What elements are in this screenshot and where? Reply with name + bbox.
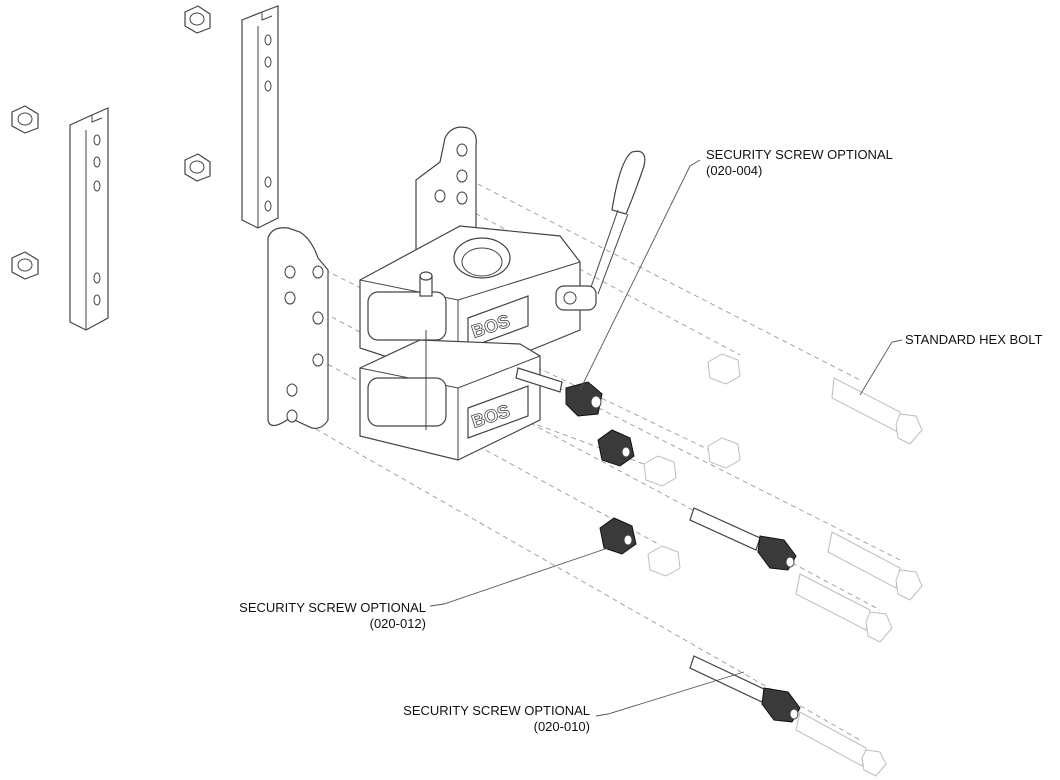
callout-security-screw-020-010: SECURITY SCREW OPTIONAL (020-010) xyxy=(386,703,590,735)
callout-line1: SECURITY SCREW OPTIONAL xyxy=(239,600,426,615)
callout-line2: (020-004) xyxy=(706,163,763,178)
callout-leaders xyxy=(429,159,903,717)
hex-nut-3 xyxy=(184,153,211,182)
hex-nut-2 xyxy=(11,105,39,134)
callout-line2: (020-010) xyxy=(533,719,590,734)
hex-nut-faint-4 xyxy=(647,545,681,577)
hex-nut-faint-1 xyxy=(707,353,741,385)
security-screw-long-middle xyxy=(689,507,797,571)
security-screw-020-004 xyxy=(515,367,603,417)
security-screw-020-012 xyxy=(599,517,637,555)
hex-nut-faint-3 xyxy=(643,455,677,487)
callout-line1: SECURITY SCREW OPTIONAL xyxy=(403,703,590,718)
hex-nut-4 xyxy=(11,251,39,280)
mounting-plate-front xyxy=(267,227,329,429)
hex-bolt-lower xyxy=(795,573,893,643)
upper-clamp-block xyxy=(359,225,581,381)
lever-handle xyxy=(555,150,646,311)
hex-nut-faint-2 xyxy=(707,437,741,469)
hex-bolt-top xyxy=(831,377,923,445)
callout-standard-hex-bolt: STANDARD HEX BOLT xyxy=(905,332,1042,348)
security-screw-020-010 xyxy=(689,655,801,723)
callout-security-screw-020-004: SECURITY SCREW OPTIONAL (020-004) xyxy=(706,147,893,179)
callout-line1: SECURITY SCREW OPTIONAL xyxy=(706,147,893,162)
channel-strip-right xyxy=(241,5,279,229)
callout-security-screw-020-012: SECURITY SCREW OPTIONAL (020-012) xyxy=(222,600,426,632)
hex-nut-1 xyxy=(184,5,211,34)
hex-bolt-bottom xyxy=(795,711,887,777)
callout-line2: (020-012) xyxy=(369,616,426,631)
hex-bolt-middle xyxy=(827,531,923,601)
security-screw-nut-upper xyxy=(597,429,635,467)
lower-clamp-block xyxy=(359,330,541,461)
channel-strip-left xyxy=(69,107,109,331)
callout-line1: STANDARD HEX BOLT xyxy=(905,332,1043,347)
